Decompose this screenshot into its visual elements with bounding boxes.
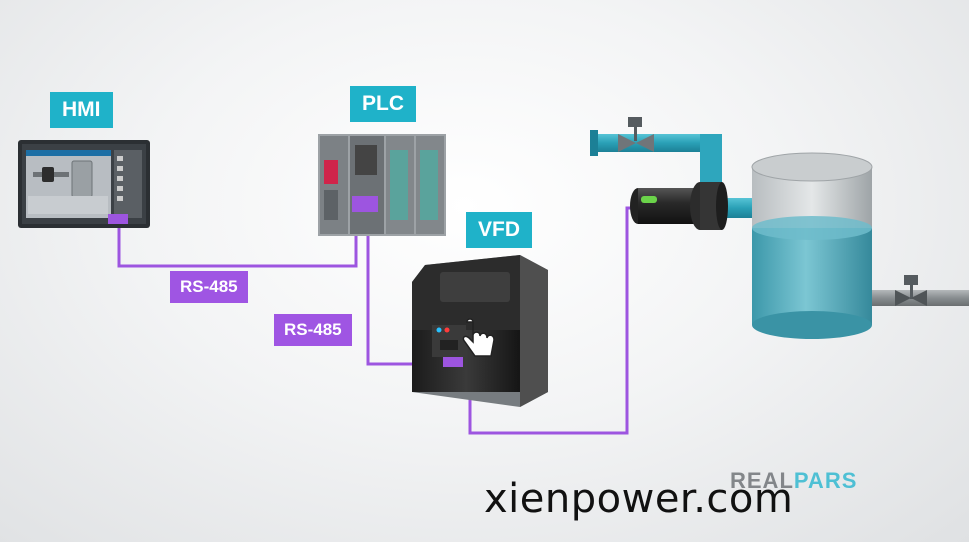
- logo-part2: PARS: [793, 468, 858, 493]
- hand-cursor-icon: [462, 318, 495, 357]
- pump-motor: [630, 182, 728, 230]
- rs485-label-hmi-plc: RS-485: [170, 271, 248, 303]
- realpars-logo: REALPARS: [730, 468, 857, 494]
- valve-top-icon: [618, 117, 654, 152]
- watermark-text: xienpower.com: [484, 476, 794, 522]
- cables: [117, 205, 638, 435]
- valve-bottom-icon: [895, 275, 927, 306]
- logo-part1: REAL: [730, 468, 794, 493]
- hmi-label: HMI: [50, 92, 113, 128]
- vfd-drive: [412, 255, 548, 407]
- hmi-panel: [18, 140, 150, 228]
- vfd-label: VFD: [466, 212, 532, 248]
- plc-unit: [318, 134, 446, 236]
- plc-label: PLC: [350, 86, 416, 122]
- storage-tank: [751, 152, 873, 339]
- rs485-label-plc-vfd: RS-485: [274, 314, 352, 346]
